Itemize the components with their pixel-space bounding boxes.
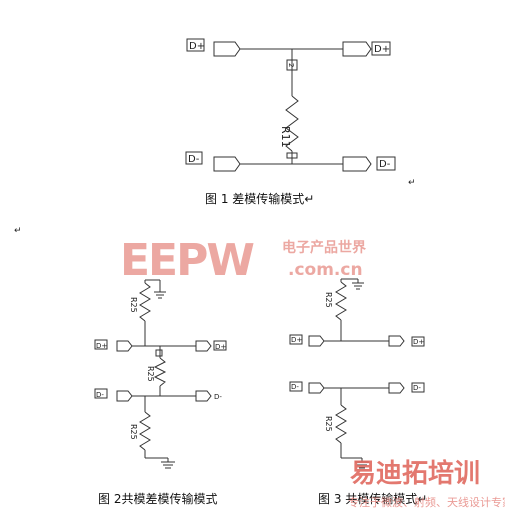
port-box-fig3-d-plus-in <box>289 334 303 345</box>
eepw-domain: .com.cn <box>288 260 363 280</box>
label-fig2-r-bottom: R25 <box>129 424 138 440</box>
connector-fig3-d-minus-out <box>388 382 405 394</box>
connector-fig2-d-minus-in <box>116 390 133 402</box>
connector-fig3-d-plus-in <box>308 335 325 347</box>
connector-d-minus-out <box>342 156 372 172</box>
pin1-box-r11 <box>286 152 298 159</box>
resistor-fig3-r25-bottom <box>335 404 347 444</box>
resistor-r25-mid <box>153 357 167 387</box>
connector-fig3-d-minus-in <box>308 382 325 394</box>
port-box-fig3-d-minus-out <box>411 382 425 393</box>
eepw-watermark: EEPW 电子产品世界 .com.cn <box>120 235 367 286</box>
label-fig2-d-minus-in: D- <box>96 391 104 399</box>
figure-3-common-mode <box>289 278 425 469</box>
port-box-fig2-d-plus-out <box>213 340 227 351</box>
label-fig2-d-minus-out: D- <box>214 393 222 401</box>
figure-1-differential-mode <box>185 38 396 172</box>
connector-d-minus-in <box>213 156 241 172</box>
resistor-r25-top <box>139 282 151 322</box>
label-d-plus-in: D+ <box>189 41 205 52</box>
connector-fig2-d-minus-out <box>195 390 212 402</box>
training-logo-text: 易迪拓培训 <box>350 459 480 489</box>
label-d-minus-out: D- <box>379 159 391 170</box>
label-fig3-d-plus-out: D+ <box>413 338 424 346</box>
label-fig2-d-plus-out: D+ <box>215 343 226 351</box>
training-watermark: 易迪拓培训 专注于微波、射频、天线设计专家 <box>348 459 505 509</box>
label-fig3-r-bottom: R25 <box>324 416 333 432</box>
resistor-fig3-r25-top <box>335 281 347 321</box>
label-fig3-d-minus-in: D- <box>291 383 299 391</box>
label-fig2-r-mid: R25 <box>146 366 155 382</box>
port-box-fig3-d-plus-out <box>411 336 425 347</box>
connector-fig2-d-plus-in <box>116 340 133 352</box>
label-fig2-d-plus-in: D+ <box>96 342 107 350</box>
label-fig3-d-plus-in: D+ <box>291 336 302 344</box>
return-mark-2: ↵ <box>14 226 22 236</box>
training-subtitle: 专注于微波、射频、天线设计专家 <box>348 495 505 509</box>
port-box-fig2-d-plus-in <box>94 339 108 350</box>
port-label-box-d-minus-out <box>376 156 396 171</box>
resistor-r25-bottom <box>139 411 151 451</box>
label-fig3-r-top: R25 <box>324 292 333 308</box>
figure-2-common-differential-mode <box>94 279 227 469</box>
eepw-logo-text: EEPW <box>120 235 254 286</box>
label-fig2-r-top: R25 <box>129 297 138 313</box>
port-box-fig2-d-minus-in <box>94 388 108 399</box>
port-label-box-d-plus-in <box>186 38 205 52</box>
label-d-minus-in: D- <box>188 154 200 165</box>
caption-fig2: 图 2共模差模传输模式 <box>98 491 217 506</box>
label-d-plus-out: D+ <box>374 44 390 55</box>
connector-fig3-d-plus-out <box>388 335 405 347</box>
eepw-chinese-name: 电子产品世界 <box>282 239 367 256</box>
connector-d-plus-in <box>213 41 241 57</box>
label-r11: R11 <box>279 126 292 148</box>
caption-fig3: 图 3 共模传输模式↵ <box>318 491 427 506</box>
pin2-box-r11 <box>286 59 298 71</box>
port-box-fig3-d-minus-in <box>289 381 303 392</box>
connector-d-plus-out <box>342 41 372 57</box>
resistor-r11 <box>285 95 299 152</box>
connector-fig2-d-plus-out <box>195 340 212 352</box>
caption-fig1: 图 1 差模传输模式↵ <box>205 191 314 206</box>
label-r11-pin2: 2 <box>287 63 295 67</box>
port-label-box-d-minus-in <box>185 151 203 165</box>
return-mark-1: ↵ <box>408 178 416 188</box>
port-label-box-d-plus-out <box>371 41 391 56</box>
label-fig3-d-minus-out: D- <box>413 384 421 392</box>
